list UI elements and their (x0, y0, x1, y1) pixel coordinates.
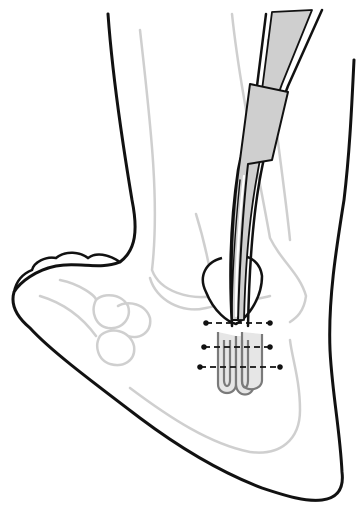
tibia-bone (140, 30, 214, 297)
folded-graft (218, 332, 262, 395)
leg-left-contour (13, 14, 354, 500)
navicular-bone (60, 280, 96, 300)
metatarsal-bone (40, 296, 96, 336)
graft-loop-3 (242, 332, 262, 389)
tendon-instrument (230, 10, 322, 326)
suture-knot-3b (277, 364, 283, 370)
suture-knot-2a (201, 344, 207, 350)
tarsal-bone-1 (94, 295, 129, 328)
calcaneus-bone (130, 340, 300, 453)
toes-contour (14, 253, 120, 292)
graft-loop-1 (218, 332, 236, 393)
suture-knot-1a (203, 320, 209, 326)
suture-knot-2b (267, 344, 273, 350)
suture-knot-3a (197, 364, 203, 370)
suture-knot-1b (267, 320, 273, 326)
leg-outline (13, 14, 354, 500)
